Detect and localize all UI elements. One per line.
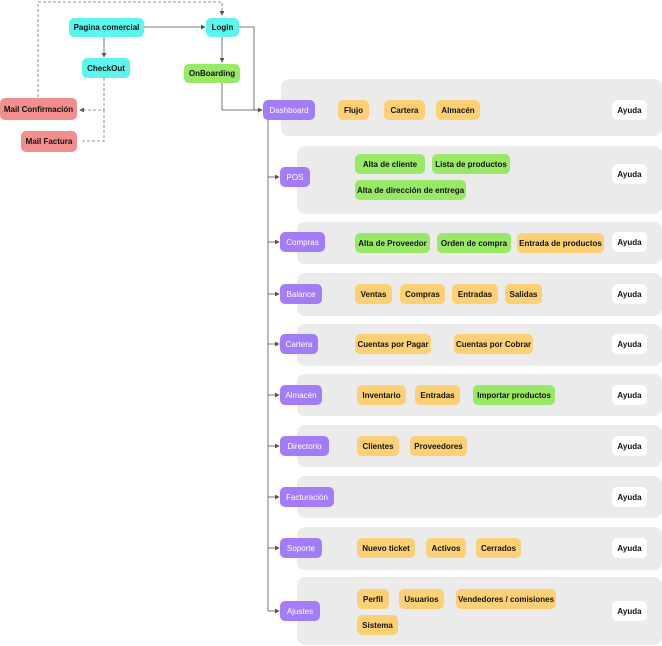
help-button-almacen[interactable]: Ayuda	[612, 385, 647, 405]
checkout-node[interactable]: CheckOut	[82, 58, 130, 78]
mail-confirmacion-node[interactable]: Mail Confirmación	[0, 98, 77, 120]
item-balance-3[interactable]: Salidas	[505, 284, 542, 304]
help-button-soporte[interactable]: Ayuda	[612, 538, 647, 558]
item-directorio-1[interactable]: Proveedores	[410, 436, 467, 456]
section-dashboard[interactable]: Dashboard	[263, 100, 315, 120]
section-balance[interactable]: Balance	[280, 284, 322, 304]
section-directorio[interactable]: Directorio	[280, 436, 329, 456]
section-panel-facturacion	[297, 476, 662, 518]
item-ajustes-1[interactable]: Usuarios	[399, 589, 444, 609]
item-almacen-2[interactable]: Importar productos	[473, 385, 555, 405]
help-button-facturacion[interactable]: Ayuda	[612, 487, 647, 507]
item-balance-1[interactable]: Compras	[400, 284, 445, 304]
section-almacen[interactable]: Almacén	[280, 385, 322, 405]
item-dashboard-0[interactable]: Flujo	[338, 100, 369, 120]
pagina-comercial-node[interactable]: Pagina comercial	[69, 18, 144, 37]
section-pos[interactable]: POS	[280, 167, 310, 187]
login-node[interactable]: Login	[206, 18, 239, 37]
item-pos-1[interactable]: Lista de productos	[432, 154, 510, 174]
item-compras-2[interactable]: Entrada de productos	[517, 233, 604, 253]
item-balance-0[interactable]: Ventas	[355, 284, 392, 304]
item-ajustes-3[interactable]: Sistema	[357, 615, 398, 635]
section-panel-ajustes	[297, 577, 662, 645]
help-button-directorio[interactable]: Ayuda	[612, 436, 647, 456]
section-panel-directorio	[297, 425, 662, 467]
section-compras[interactable]: Compras	[280, 232, 325, 252]
item-soporte-1[interactable]: Activos	[426, 538, 466, 558]
item-dashboard-1[interactable]: Cartera	[384, 100, 425, 120]
item-cartera-1[interactable]: Cuentas por Cobrar	[454, 334, 533, 354]
item-soporte-2[interactable]: Cerrados	[476, 538, 521, 558]
item-almacen-0[interactable]: Inventario	[357, 385, 406, 405]
item-directorio-0[interactable]: Clientes	[357, 436, 399, 456]
section-ajustes[interactable]: Ajustes	[280, 601, 320, 621]
item-soporte-0[interactable]: Nuevo ticket	[357, 538, 415, 558]
section-cartera[interactable]: Cartera	[280, 334, 318, 354]
item-pos-0[interactable]: Alta de cliente	[355, 154, 425, 174]
section-soporte[interactable]: Soporte	[280, 538, 322, 558]
help-button-dashboard[interactable]: Ayuda	[612, 100, 647, 120]
help-button-balance[interactable]: Ayuda	[612, 284, 647, 304]
item-ajustes-0[interactable]: Perfil	[357, 589, 389, 609]
item-balance-2[interactable]: Entradas	[452, 284, 498, 304]
item-ajustes-2[interactable]: Vendedores / comisiones	[456, 589, 556, 609]
help-button-ajustes[interactable]: Ayuda	[612, 601, 647, 621]
item-compras-1[interactable]: Orden de compra	[437, 233, 511, 253]
section-facturacion[interactable]: Facturación	[280, 487, 334, 507]
item-almacen-1[interactable]: Entradas	[415, 385, 460, 405]
item-cartera-0[interactable]: Cuentas por Pagar	[355, 334, 431, 354]
item-pos-2[interactable]: Alta de dirección de entrega	[355, 180, 466, 200]
item-dashboard-2[interactable]: Almacén	[436, 100, 480, 120]
help-button-cartera[interactable]: Ayuda	[612, 334, 647, 354]
onboarding-node[interactable]: OnBoarding	[184, 64, 240, 83]
mail-factura-node[interactable]: Mail Factura	[21, 131, 77, 152]
help-button-pos[interactable]: Ayuda	[612, 164, 647, 184]
help-button-compras[interactable]: Ayuda	[612, 232, 647, 252]
item-compras-0[interactable]: Alta de Proveedor	[355, 233, 430, 253]
